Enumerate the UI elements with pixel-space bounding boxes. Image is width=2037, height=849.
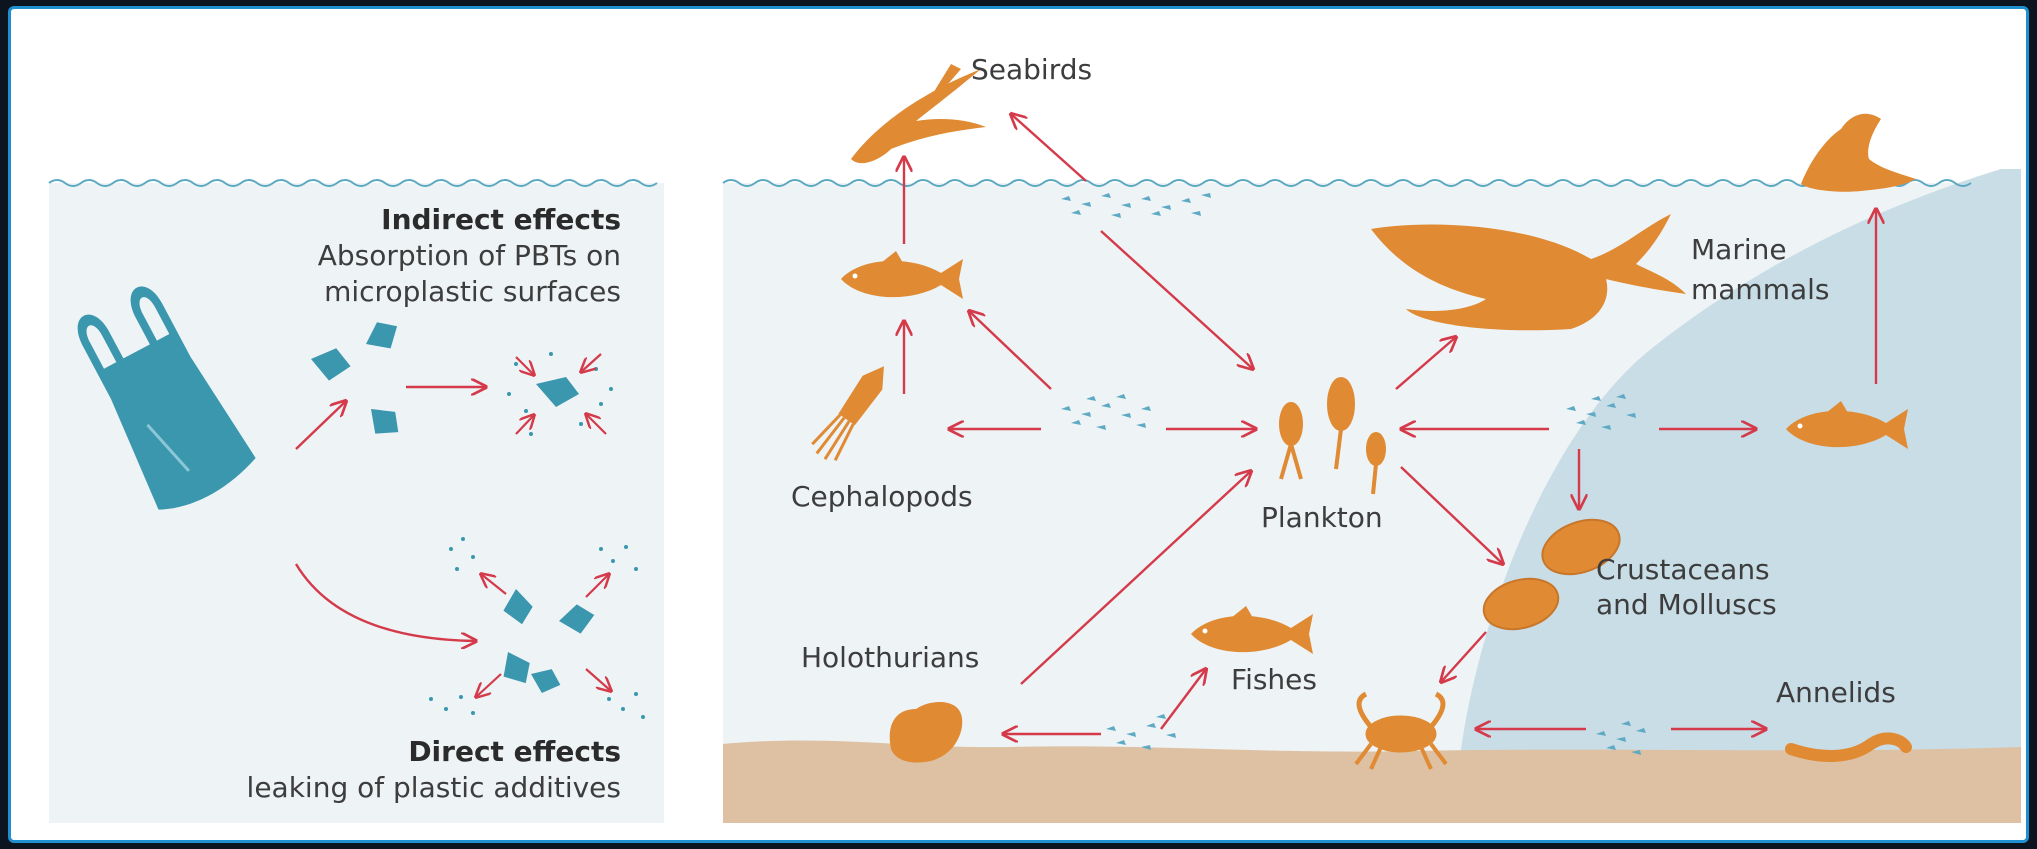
label-crustaceans-1: Crustaceans: [1596, 553, 1770, 586]
label-crustaceans-2: and Molluscs: [1596, 588, 1777, 621]
indirect-effects-title: Indirect effects: [381, 203, 621, 236]
label-seabirds: Seabirds: [971, 53, 1092, 86]
label-fishes: Fishes: [1231, 663, 1317, 696]
label-marine-mammals-2: mammals: [1691, 273, 1830, 306]
direct-effects-title: Direct effects: [408, 735, 621, 768]
left-panel: Indirect effects Absorption of PBTs on m…: [49, 180, 664, 823]
label-cephalopods: Cephalopods: [791, 480, 973, 513]
label-plankton: Plankton: [1261, 501, 1383, 534]
seabird-icon: [851, 64, 986, 163]
indirect-effects-line1: Absorption of PBTs on: [318, 239, 621, 272]
label-annelids: Annelids: [1776, 676, 1896, 709]
label-holothurians: Holothurians: [801, 641, 979, 674]
indirect-effects-line2: microplastic surfaces: [324, 275, 621, 308]
food-web-diagram: Indirect effects Absorption of PBTs on m…: [11, 9, 2032, 846]
label-marine-mammals-1: Marine: [1691, 233, 1787, 266]
food-web-panel: Seabirds Cephalopods Plankton Marine mam…: [723, 53, 2021, 823]
direct-effects-line1: leaking of plastic additives: [247, 771, 621, 804]
sea-lion-icon: [1801, 114, 1916, 192]
diagram-frame: Indirect effects Absorption of PBTs on m…: [8, 6, 2029, 843]
